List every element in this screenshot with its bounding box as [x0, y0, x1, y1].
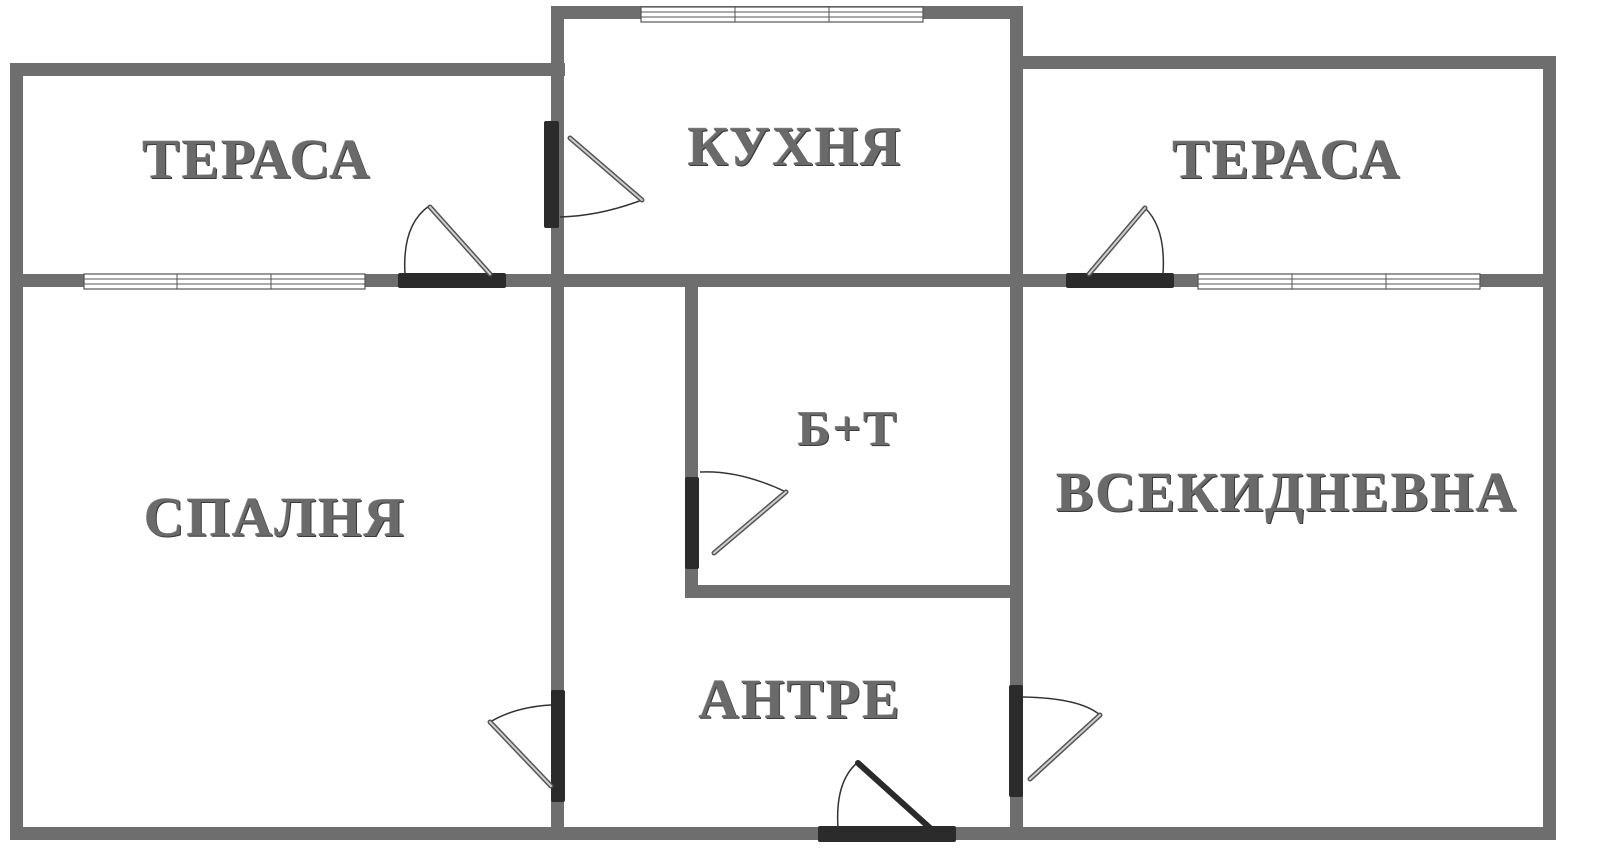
room-label-hallway: АНТРЕ: [698, 669, 902, 731]
room-label-bedroom: СПАЛНЯ: [143, 487, 407, 549]
room-label-terrace-left: ТЕРАСА: [142, 129, 372, 191]
door-living-room: [1009, 685, 1103, 797]
window-bedroom: [83, 273, 366, 290]
door-bedroom-terrace: [398, 204, 506, 288]
window-kitchen: [640, 6, 924, 23]
door-bedroom: [487, 690, 565, 802]
window-living-room: [1197, 273, 1481, 290]
door-kitchen: [544, 121, 645, 228]
door-living-terrace: [1066, 205, 1174, 288]
room-label-bathroom-wc: Б+Т: [797, 400, 899, 456]
door-entrance: [818, 760, 956, 842]
door-bathroom: [685, 471, 789, 569]
room-label-kitchen: КУХНЯ: [687, 116, 903, 178]
room-label-terrace-right: ТЕРАСА: [1172, 129, 1402, 191]
room-label-living-room: ВСЕКИДНЕВНА: [1055, 462, 1519, 524]
